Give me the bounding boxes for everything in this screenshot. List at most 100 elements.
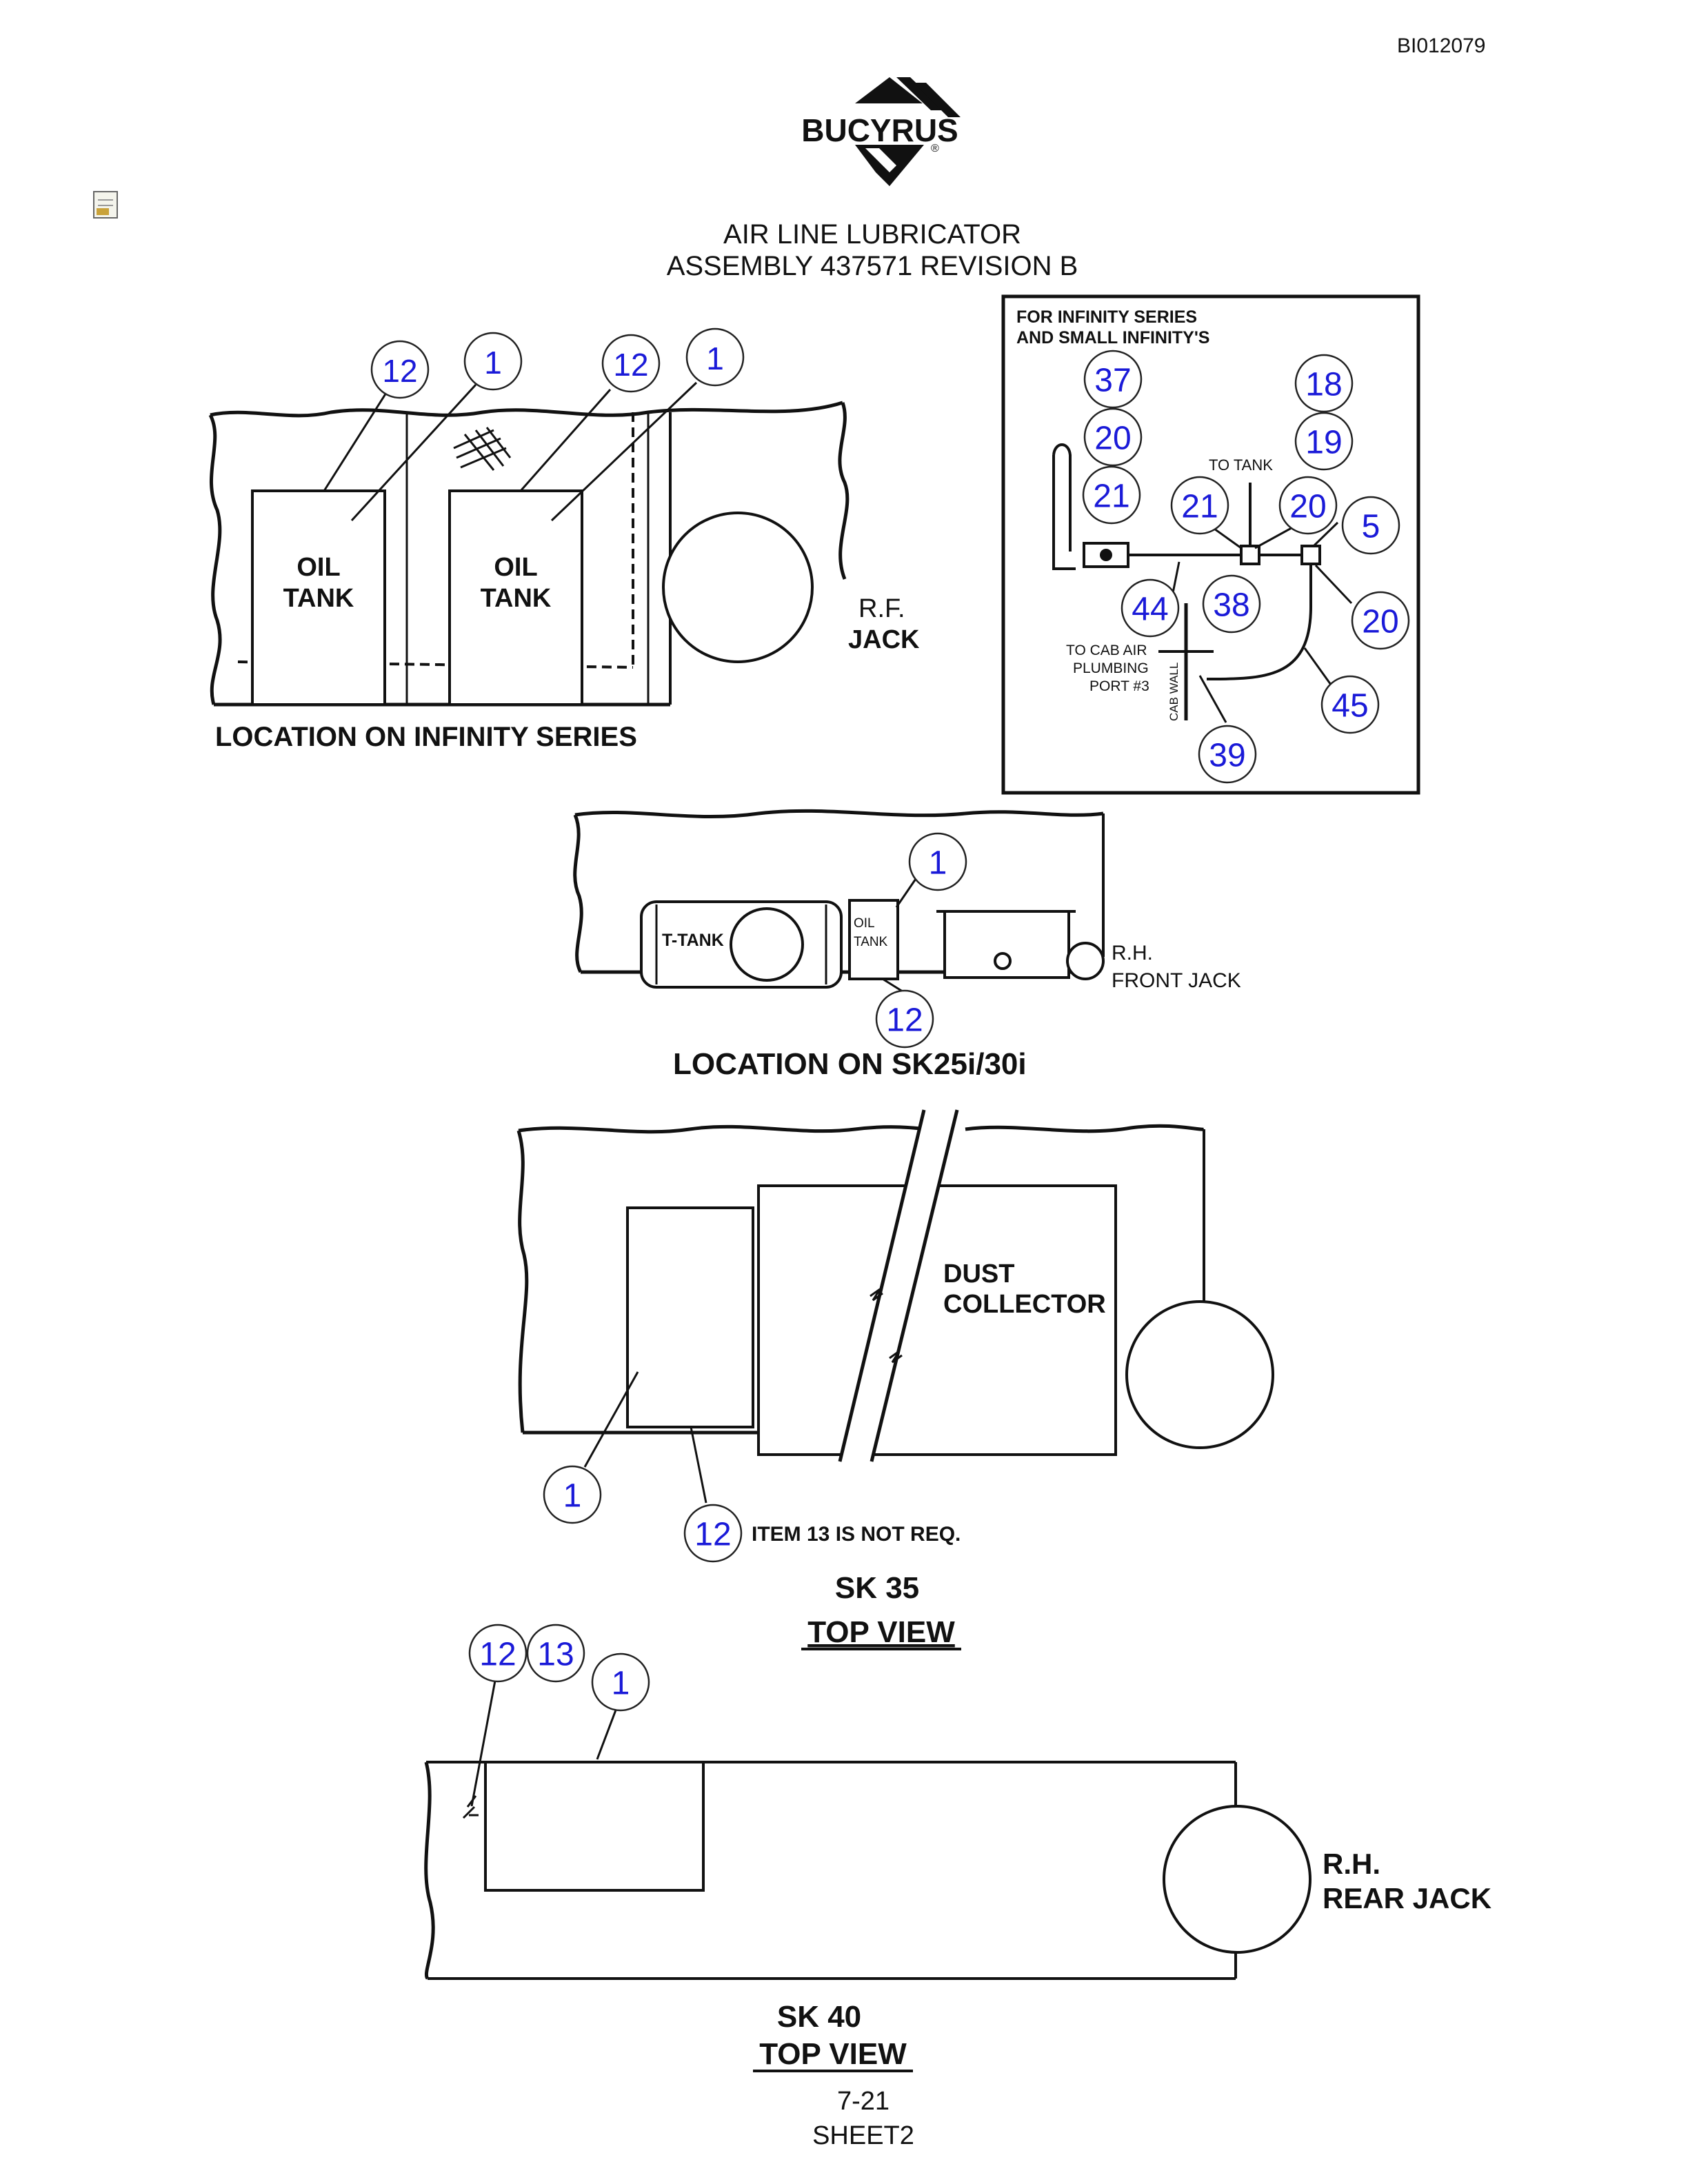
title-line-1: AIR LINE LUBRICATOR <box>723 219 1021 250</box>
dust-collector <box>757 1184 1117 1456</box>
sk35-view: DUST COLLECTOR 1 12 ITEM 13 IS NOT REQ. … <box>516 1109 1274 1650</box>
callout-balloon: 1 <box>463 332 523 391</box>
title-line-2: ASSEMBLY 437571 REVISION B <box>666 251 1078 281</box>
cab-wall-label: CAB WALL <box>1167 663 1180 721</box>
callout-balloon: 44 <box>1121 578 1180 638</box>
callout-balloon: 12 <box>468 1624 528 1683</box>
svg-text:1: 1 <box>706 341 724 376</box>
oil-tank-right <box>448 489 583 706</box>
rf-jack-circle <box>662 512 814 663</box>
svg-text:12: 12 <box>479 1637 516 1673</box>
callout-balloon: 12 <box>875 989 934 1049</box>
inset-header-1: FOR INFINITY SERIES <box>1016 307 1197 327</box>
infinity-series-view: OIL TANK OIL TANK R.F. JACK LOCATION ON … <box>208 327 920 752</box>
callout-balloon: 1 <box>685 327 745 387</box>
callout-balloon: 18 <box>1294 354 1354 413</box>
callout-balloon: 1 <box>591 1652 650 1712</box>
svg-text:20: 20 <box>1289 489 1326 525</box>
callout-balloon: 39 <box>1198 725 1257 784</box>
svg-text:37: 37 <box>1094 363 1131 399</box>
page-number: 7-21 <box>837 2087 890 2116</box>
cab-air-label-1: TO CAB AIR <box>1066 643 1147 658</box>
svg-text:21: 21 <box>1181 489 1218 525</box>
svg-text:21: 21 <box>1093 478 1129 515</box>
rh-rear-jack-label-2: REAR JACK <box>1323 1882 1491 1914</box>
sheet-number: SHEET2 <box>812 2121 914 2150</box>
svg-text:5: 5 <box>1362 509 1380 545</box>
cab-air-label-2: PLUMBING <box>1073 660 1149 676</box>
logo-registered: ® <box>931 143 939 154</box>
document-icon[interactable] <box>93 191 118 219</box>
rh-front-jack-circle <box>1066 942 1105 980</box>
rf-jack-label-1: R.F. <box>858 594 905 623</box>
svg-text:13: 13 <box>537 1637 574 1673</box>
rh-front-jack-label-2: FRONT JACK <box>1112 969 1241 992</box>
hatch-mark <box>453 427 512 471</box>
svg-text:18: 18 <box>1305 367 1342 403</box>
sk35-note: ITEM 13 IS NOT REQ. <box>752 1523 961 1546</box>
infinity-caption: LOCATION ON INFINITY SERIES <box>215 722 637 752</box>
rh-rear-jack-label-1: R.H. <box>1323 1848 1380 1880</box>
sk25-oil-label-2: TANK <box>854 935 888 949</box>
sk25-caption: LOCATION ON SK25i/30i <box>673 1047 1027 1081</box>
dust-collector-label-2: COLLECTOR <box>943 1290 1106 1319</box>
sk35-caption-2: TOP VIEW <box>807 1615 955 1649</box>
svg-text:19: 19 <box>1305 425 1342 461</box>
bucyrus-logo: BUCYRUS ® <box>801 77 961 186</box>
svg-text:38: 38 <box>1213 587 1249 624</box>
callout-balloon: 5 <box>1341 496 1400 555</box>
sk25-oil-label-1: OIL <box>854 916 875 931</box>
callout-balloon: 12 <box>683 1504 743 1563</box>
svg-text:45: 45 <box>1332 688 1368 725</box>
callout-balloon: 20 <box>1278 476 1338 535</box>
callout-balloon: 12 <box>601 334 661 393</box>
svg-text:1: 1 <box>484 345 502 381</box>
callout-balloon: 20 <box>1351 591 1410 650</box>
callout-balloon: 21 <box>1170 476 1229 535</box>
tee-fitting-2 <box>1300 545 1321 565</box>
sk35-oil-tank <box>626 1206 754 1428</box>
callout-balloon: 21 <box>1082 465 1141 525</box>
svg-text:12: 12 <box>694 1517 731 1553</box>
rh-front-jack-label-1: R.H. <box>1112 942 1153 964</box>
logo-text: BUCYRUS <box>801 112 958 148</box>
oil-tank-right-label-1: OIL <box>494 553 537 582</box>
callout-balloon: 45 <box>1320 675 1380 734</box>
svg-text:44: 44 <box>1132 592 1168 628</box>
dust-collector-label-1: DUST <box>943 1260 1014 1288</box>
callout-balloon: 12 <box>370 340 430 399</box>
svg-text:1: 1 <box>612 1666 630 1702</box>
sk25-view: T-TANK OIL TANK R.H. FRONT JACK LOCATION… <box>573 809 1241 1081</box>
svg-text:1: 1 <box>929 845 947 882</box>
callout-balloon: 38 <box>1202 574 1261 634</box>
sk25-oil-tank <box>848 899 899 980</box>
oil-tank-left-label-1: OIL <box>297 553 340 582</box>
inset-header-2: AND SMALL INFINITY'S <box>1016 328 1209 347</box>
tee-fitting-1 <box>1240 545 1260 565</box>
svg-text:20: 20 <box>1094 421 1131 457</box>
callout-balloon: 37 <box>1083 350 1143 409</box>
document-id: BI012079 <box>1397 34 1486 57</box>
sk40-oil-tank <box>484 1761 705 1892</box>
callout-balloon: 20 <box>1083 407 1143 467</box>
sk40-view: R.H. REAR JACK 12 13 1 SK 40 TOP VIEW <box>424 1624 1491 2072</box>
svg-text:1: 1 <box>563 1478 582 1515</box>
callout-balloon: 19 <box>1294 412 1354 471</box>
sk35-caption-1: SK 35 <box>835 1571 919 1605</box>
oil-tank-left <box>251 489 386 706</box>
sk35-jack-circle <box>1125 1300 1274 1449</box>
svg-text:12: 12 <box>382 353 417 389</box>
rh-rear-jack-circle <box>1163 1805 1312 1954</box>
oil-tank-left-label-2: TANK <box>283 584 354 613</box>
cab-air-label-3: PORT #3 <box>1089 678 1149 694</box>
t-tank-label: T-TANK <box>662 931 724 950</box>
svg-text:12: 12 <box>613 347 648 383</box>
svg-text:39: 39 <box>1209 738 1245 774</box>
svg-text:20: 20 <box>1362 604 1398 640</box>
svg-text:12: 12 <box>886 1002 923 1039</box>
sk40-caption-2: TOP VIEW <box>759 2037 907 2071</box>
oil-tank-right-label-2: TANK <box>481 584 552 613</box>
callout-balloon: 1 <box>908 832 967 891</box>
to-tank-label: TO TANK <box>1209 456 1273 474</box>
